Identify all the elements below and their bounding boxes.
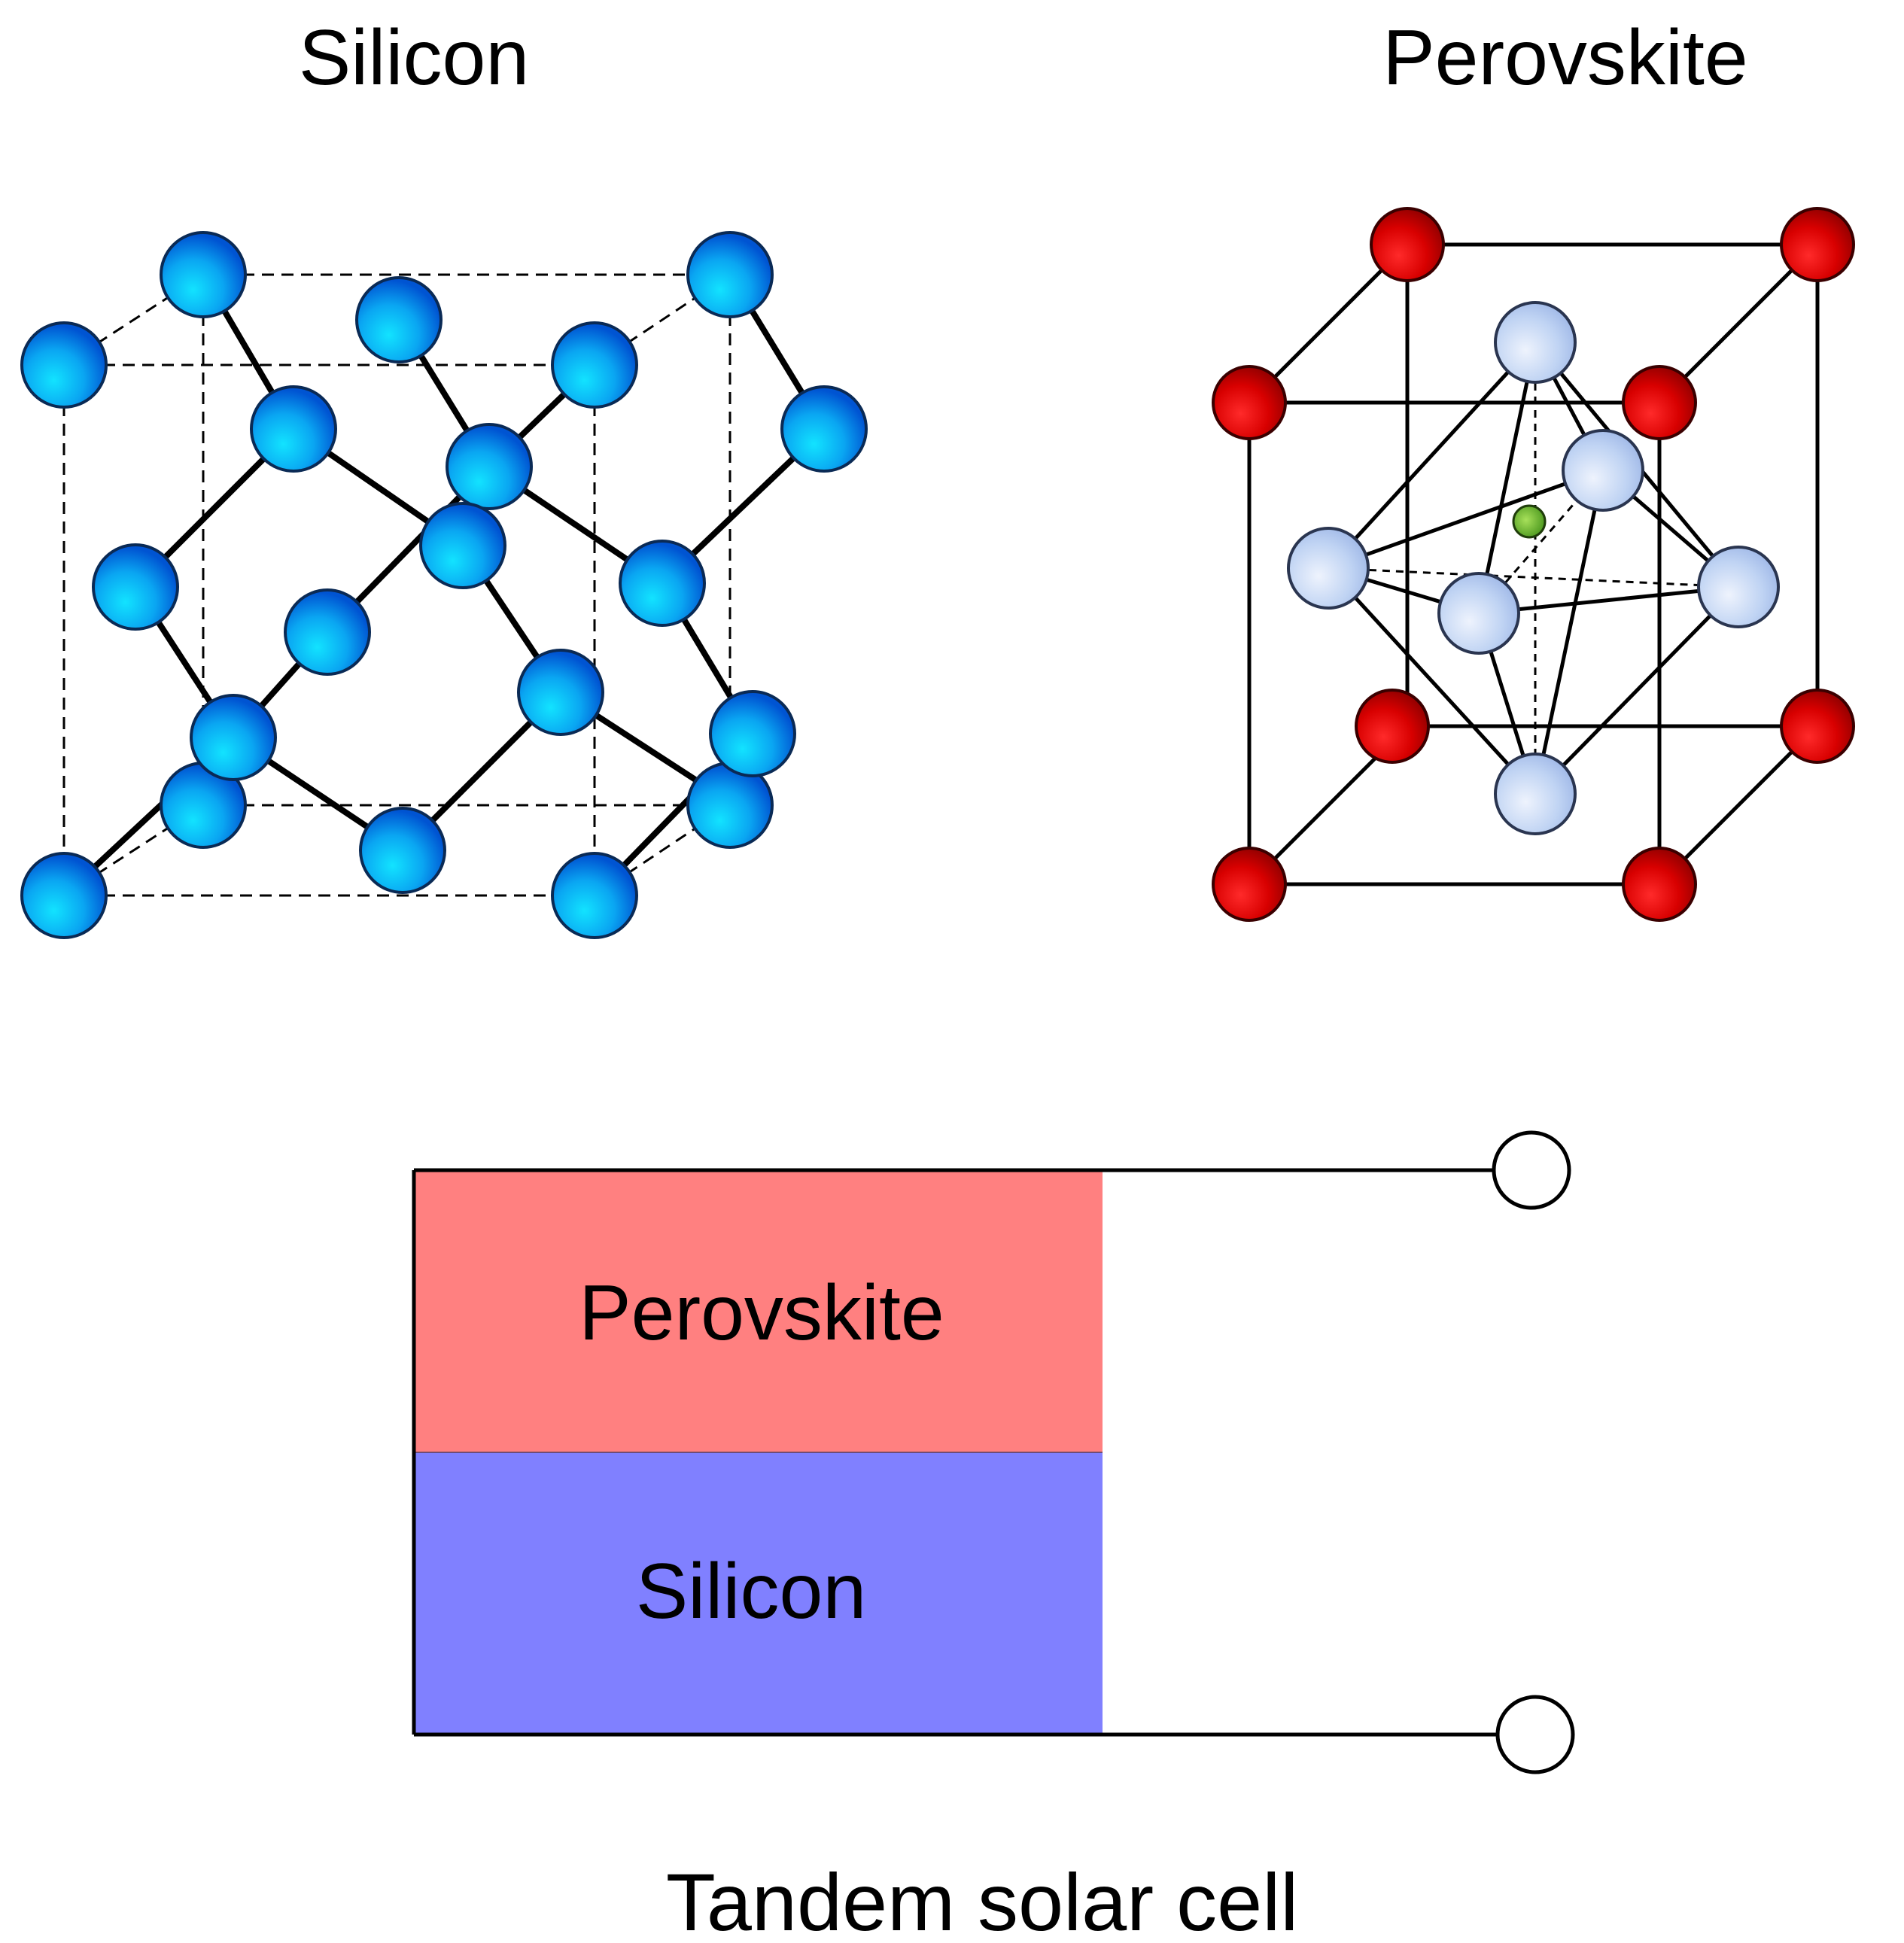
perovskite-layer bbox=[414, 1170, 1103, 1452]
perovskite-corner-atom bbox=[1370, 207, 1445, 282]
silicon-atoms bbox=[20, 231, 868, 939]
perovskite-layer-label: Perovskite bbox=[579, 1269, 944, 1357]
perovskite-corner-atoms-back bbox=[1355, 207, 1855, 764]
perovskite-corner-atom bbox=[1212, 847, 1287, 922]
silicon-atom bbox=[551, 321, 638, 409]
silicon-unit-cell-outline bbox=[62, 273, 731, 897]
tandem-caption: Tandem solar cell bbox=[666, 1856, 1298, 1943]
perovskite-center-atom bbox=[1512, 504, 1547, 539]
silicon-atom bbox=[160, 231, 247, 318]
perovskite-corner-atom bbox=[1212, 365, 1287, 440]
silicon-atom bbox=[359, 807, 446, 894]
silicon-atom bbox=[419, 502, 506, 589]
silicon-atom bbox=[284, 588, 371, 676]
silicon-atom bbox=[250, 385, 337, 473]
perovskite-corner-atom bbox=[1622, 847, 1697, 922]
perovskite-octahedron-atom bbox=[1562, 429, 1644, 512]
perovskite-title: Perovskite bbox=[1382, 14, 1748, 102]
silicon-layer bbox=[414, 1452, 1103, 1735]
perovskite-octahedron-atom bbox=[1697, 546, 1780, 628]
silicon-layer-label: Silicon bbox=[636, 1548, 866, 1635]
silicon-atom bbox=[709, 690, 796, 777]
silicon-title: Silicon bbox=[299, 14, 529, 102]
silicon-atom bbox=[446, 423, 533, 510]
tandem-cell-schematic: Perovskite Silicon bbox=[412, 1130, 1575, 1774]
perovskite-corner-atom bbox=[1780, 207, 1855, 282]
perovskite-octahedron-atom bbox=[1494, 753, 1577, 835]
silicon-atom bbox=[517, 649, 604, 736]
perovskite-octahedron-atom bbox=[1287, 527, 1370, 610]
silicon-crystal-structure bbox=[20, 231, 868, 939]
top-terminal bbox=[1492, 1130, 1571, 1210]
silicon-atom bbox=[551, 852, 638, 939]
silicon-atom bbox=[92, 543, 179, 631]
silicon-atom bbox=[20, 321, 108, 409]
silicon-atom bbox=[619, 540, 706, 627]
perovskite-corner-atoms-front bbox=[1212, 365, 1697, 922]
silicon-atom bbox=[780, 385, 868, 473]
perovskite-crystal-structure bbox=[1212, 207, 1855, 922]
perovskite-octahedron-atom bbox=[1437, 572, 1520, 655]
bottom-terminal bbox=[1495, 1695, 1575, 1774]
perovskite-corner-atom bbox=[1355, 689, 1430, 764]
silicon-atom bbox=[190, 694, 277, 781]
perovskite-cube-edges bbox=[1247, 242, 1820, 886]
silicon-atom bbox=[686, 231, 774, 318]
silicon-atom bbox=[355, 276, 443, 363]
perovskite-corner-atom bbox=[1622, 365, 1697, 440]
perovskite-corner-atom bbox=[1780, 689, 1855, 764]
perovskite-octahedron-atoms bbox=[1287, 301, 1780, 835]
silicon-atom bbox=[20, 852, 108, 939]
perovskite-octahedron-atom bbox=[1494, 301, 1577, 384]
